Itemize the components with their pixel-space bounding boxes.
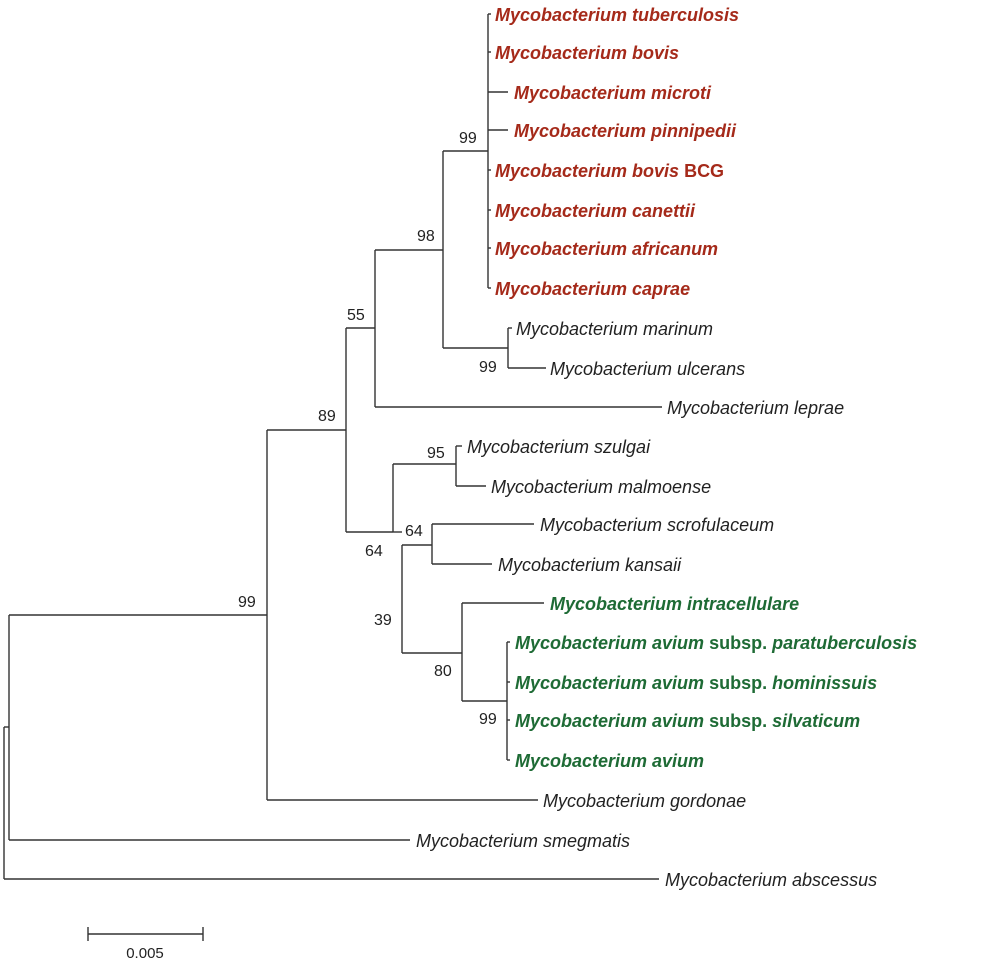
taxon-label-africanum: Mycobacterium africanum: [495, 239, 718, 259]
taxon-label-part: Mycobacterium marinum: [516, 319, 713, 339]
taxon-label-paratb: Mycobacterium avium subsp. paratuberculo…: [515, 633, 917, 653]
taxon-label-canettii: Mycobacterium canettii: [495, 201, 696, 221]
taxon-labels: Mycobacterium tuberculosisMycobacterium …: [416, 5, 917, 890]
taxon-label-bcg: Mycobacterium bovis BCG: [495, 161, 724, 181]
taxon-label-part: paratuberculosis: [771, 633, 917, 653]
taxon-label-caprae: Mycobacterium caprae: [495, 279, 690, 299]
taxon-label-part: Mycobacterium scrofulaceum: [540, 515, 774, 535]
taxon-label-part: Mycobacterium microti: [514, 83, 712, 103]
taxon-label-part: Mycobacterium pinnipedii: [514, 121, 737, 141]
bootstrap-values: 99 98 99 55 89 95 64 64 39 80 99 99: [238, 130, 497, 728]
bootstrap-slow-growers: 89: [318, 408, 336, 425]
taxon-label-part: Mycobacterium avium: [515, 751, 704, 771]
taxon-label-szulgai: Mycobacterium szulgai: [467, 437, 651, 457]
taxon-label-silvaticum: Mycobacterium avium subsp. silvaticum: [515, 711, 860, 731]
taxon-label-part: silvaticum: [772, 711, 860, 731]
taxon-label-part: subsp.: [704, 673, 772, 693]
taxon-label-part: Mycobacterium avium: [515, 711, 704, 731]
taxon-label-part: subsp.: [704, 633, 772, 653]
taxon-label-part: Mycobacterium tuberculosis: [495, 5, 739, 25]
taxon-label-smegmatis: Mycobacterium smegmatis: [416, 831, 630, 851]
taxon-label-part: Mycobacterium smegmatis: [416, 831, 630, 851]
taxon-label-part: subsp.: [704, 711, 772, 731]
taxon-label-part: Mycobacterium avium: [515, 633, 704, 653]
taxon-label-kansaii: Mycobacterium kansaii: [498, 555, 682, 575]
taxon-label-malmoense: Mycobacterium malmoense: [491, 477, 711, 497]
taxon-label-part: Mycobacterium leprae: [667, 398, 844, 418]
taxon-label-scrofulaceum: Mycobacterium scrofulaceum: [540, 515, 774, 535]
taxon-label-tb: Mycobacterium tuberculosis: [495, 5, 739, 25]
bootstrap-mtbc: 99: [459, 130, 477, 147]
bootstrap-scrof-mac: 39: [374, 612, 392, 629]
taxon-label-leprae: Mycobacterium leprae: [667, 398, 844, 418]
bootstrap-szulgai-malmoense: 95: [427, 445, 445, 462]
taxon-label-part: Mycobacterium kansaii: [498, 555, 682, 575]
taxon-label-part: Mycobacterium szulgai: [467, 437, 651, 457]
bootstrap-non-tb: 64: [365, 543, 383, 560]
tree-branches: [3, 13, 662, 880]
bootstrap-mac: 80: [434, 663, 452, 680]
taxon-label-part: Mycobacterium gordonae: [543, 791, 746, 811]
bootstrap-avium-subsp: 99: [479, 711, 497, 728]
bootstrap-scrof-kansaii: 64: [405, 523, 423, 540]
taxon-label-bovis: Mycobacterium bovis: [495, 43, 679, 63]
taxon-label-abscessus: Mycobacterium abscessus: [665, 870, 877, 890]
scale-bar: 0.005: [87, 927, 204, 962]
bootstrap-mtbc-marinum: 98: [417, 228, 435, 245]
bootstrap-with-leprae: 55: [347, 307, 365, 324]
taxon-label-part: Mycobacterium caprae: [495, 279, 690, 299]
bootstrap-marinum-ulcerans: 99: [479, 359, 497, 376]
taxon-label-part: Mycobacterium avium: [515, 673, 704, 693]
taxon-label-avium: Mycobacterium avium: [515, 751, 704, 771]
taxon-label-microti: Mycobacterium microti: [514, 83, 712, 103]
taxon-label-part: hominissuis: [772, 673, 877, 693]
taxon-label-gordonae: Mycobacterium gordonae: [543, 791, 746, 811]
taxon-label-part: Mycobacterium ulcerans: [550, 359, 745, 379]
taxon-label-pinnipedii: Mycobacterium pinnipedii: [514, 121, 737, 141]
taxon-label-part: BCG: [679, 161, 724, 181]
taxon-label-marinum: Mycobacterium marinum: [516, 319, 713, 339]
taxon-label-part: Mycobacterium intracellulare: [550, 594, 799, 614]
bootstrap-root: 99: [238, 594, 256, 611]
taxon-label-intracellulare: Mycobacterium intracellulare: [550, 594, 799, 614]
taxon-label-part: Mycobacterium africanum: [495, 239, 718, 259]
taxon-label-part: Mycobacterium malmoense: [491, 477, 711, 497]
taxon-label-part: Mycobacterium bovis: [495, 161, 679, 181]
taxon-label-part: Mycobacterium abscessus: [665, 870, 877, 890]
taxon-label-ulcerans: Mycobacterium ulcerans: [550, 359, 745, 379]
taxon-label-hominissuis: Mycobacterium avium subsp. hominissuis: [515, 673, 877, 693]
taxon-label-part: Mycobacterium bovis: [495, 43, 679, 63]
scale-bar-label: 0.005: [126, 945, 164, 962]
taxon-label-part: Mycobacterium canettii: [495, 201, 696, 221]
